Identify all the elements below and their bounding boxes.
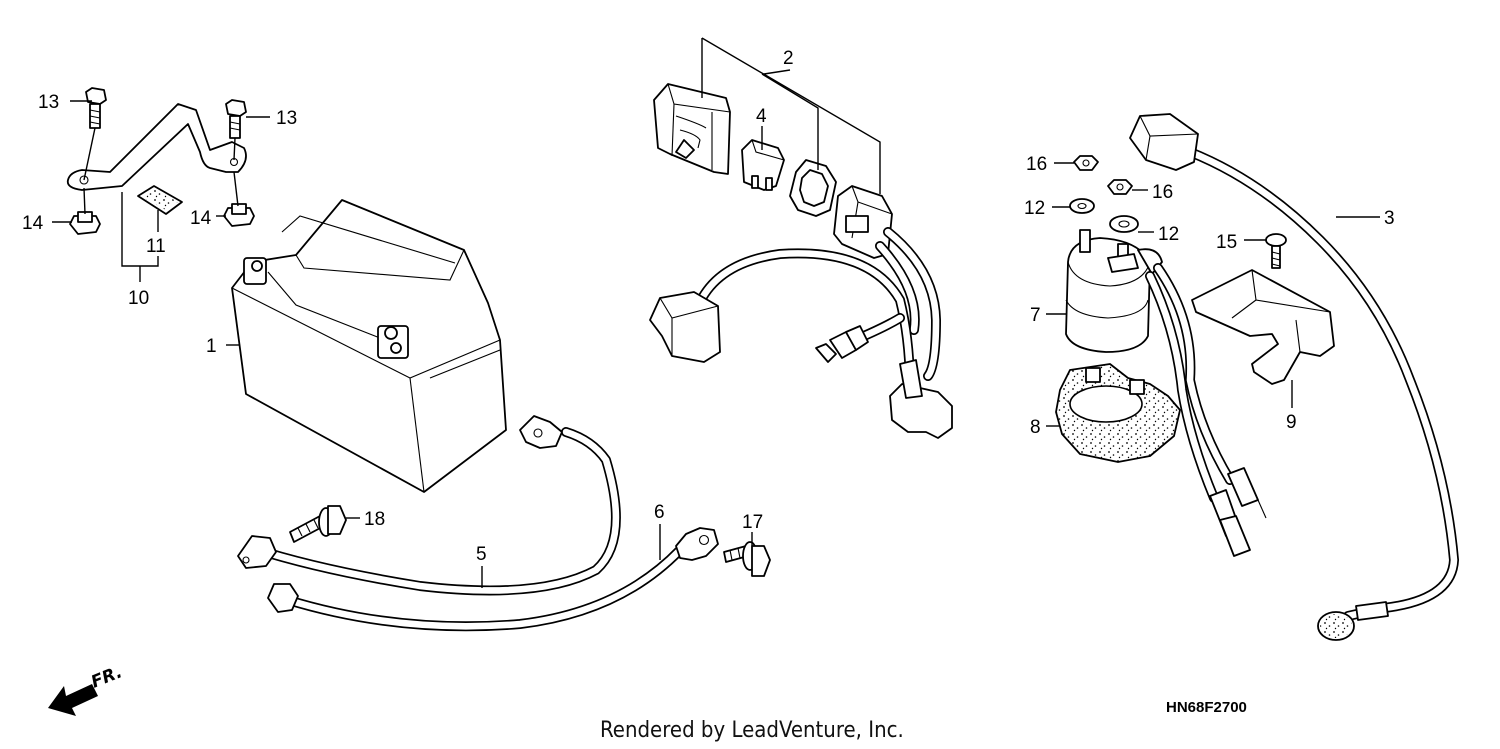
callout-14-left: 14 xyxy=(22,213,44,234)
callout-16-upper: 16 xyxy=(1026,154,1047,175)
nut-16-lower[interactable] xyxy=(1107,179,1133,195)
callout-13-right: 13 xyxy=(276,108,297,129)
starter-motor-cable[interactable] xyxy=(1129,113,1459,641)
callout-12-lower: 12 xyxy=(1158,224,1179,245)
callout-17: 17 xyxy=(742,512,763,533)
callout-3: 3 xyxy=(1384,208,1395,229)
bolt-13-right[interactable] xyxy=(225,99,247,139)
battery-cushion-pad-11[interactable] xyxy=(137,185,183,215)
callout-13-left: 13 xyxy=(38,92,59,113)
battery-positive-terminal xyxy=(377,325,409,359)
fuse-box-cover[interactable] xyxy=(653,83,731,175)
wire-harness[interactable] xyxy=(649,227,953,439)
callout-1: 1 xyxy=(206,336,217,357)
fuse-4[interactable] xyxy=(741,139,785,191)
credit-text: Rendered by LeadVenture, Inc. xyxy=(600,718,904,743)
callouts: 13 13 14 14 11 10 1 2 4 3 16 16 12 12 15… xyxy=(22,48,1395,565)
nut-14-left[interactable] xyxy=(69,211,101,235)
callout-9: 9 xyxy=(1286,412,1297,433)
callout-10: 10 xyxy=(128,288,149,309)
callout-7: 7 xyxy=(1030,305,1041,326)
harness-connector[interactable] xyxy=(833,185,893,259)
battery-negative-terminal xyxy=(243,257,267,285)
callout-8: 8 xyxy=(1030,417,1041,438)
washer-12-lower[interactable] xyxy=(1109,215,1139,233)
nut-14-right[interactable] xyxy=(223,203,255,227)
starter-magnetic-switch[interactable] xyxy=(1065,229,1163,353)
nut-16-upper[interactable] xyxy=(1073,155,1099,171)
front-direction-arrow-icon: FR. xyxy=(48,662,125,716)
callout-18: 18 xyxy=(364,509,385,530)
battery-positive-cable-6[interactable] xyxy=(267,527,719,632)
relay-rubber-mount[interactable] xyxy=(1055,363,1181,463)
seal-ring[interactable] xyxy=(789,159,837,217)
callout-12-upper: 12 xyxy=(1024,198,1045,219)
relay-cover[interactable] xyxy=(1191,269,1335,385)
callout-2: 2 xyxy=(783,48,794,69)
callout-14-right: 14 xyxy=(190,208,212,229)
callout-4: 4 xyxy=(756,106,767,127)
diagram-code: HN68F2700 xyxy=(1166,699,1247,716)
screw-15[interactable] xyxy=(1265,233,1287,269)
relay-lead-wires xyxy=(1145,263,1267,557)
leader-lines xyxy=(52,37,1380,588)
callout-15: 15 xyxy=(1216,232,1237,253)
callout-6: 6 xyxy=(654,502,665,523)
washer-12-upper[interactable] xyxy=(1069,198,1095,214)
callout-11: 11 xyxy=(146,236,166,257)
flange-bolt-18[interactable] xyxy=(289,505,347,543)
front-marker-label: FR. xyxy=(88,662,125,692)
callout-16-lower: 16 xyxy=(1152,182,1173,203)
flange-bolt-17[interactable] xyxy=(723,541,771,577)
callout-5: 5 xyxy=(476,544,487,565)
battery[interactable] xyxy=(231,199,507,493)
bolt-13-left[interactable] xyxy=(85,87,107,129)
battery-negative-cable-5[interactable] xyxy=(237,415,621,596)
